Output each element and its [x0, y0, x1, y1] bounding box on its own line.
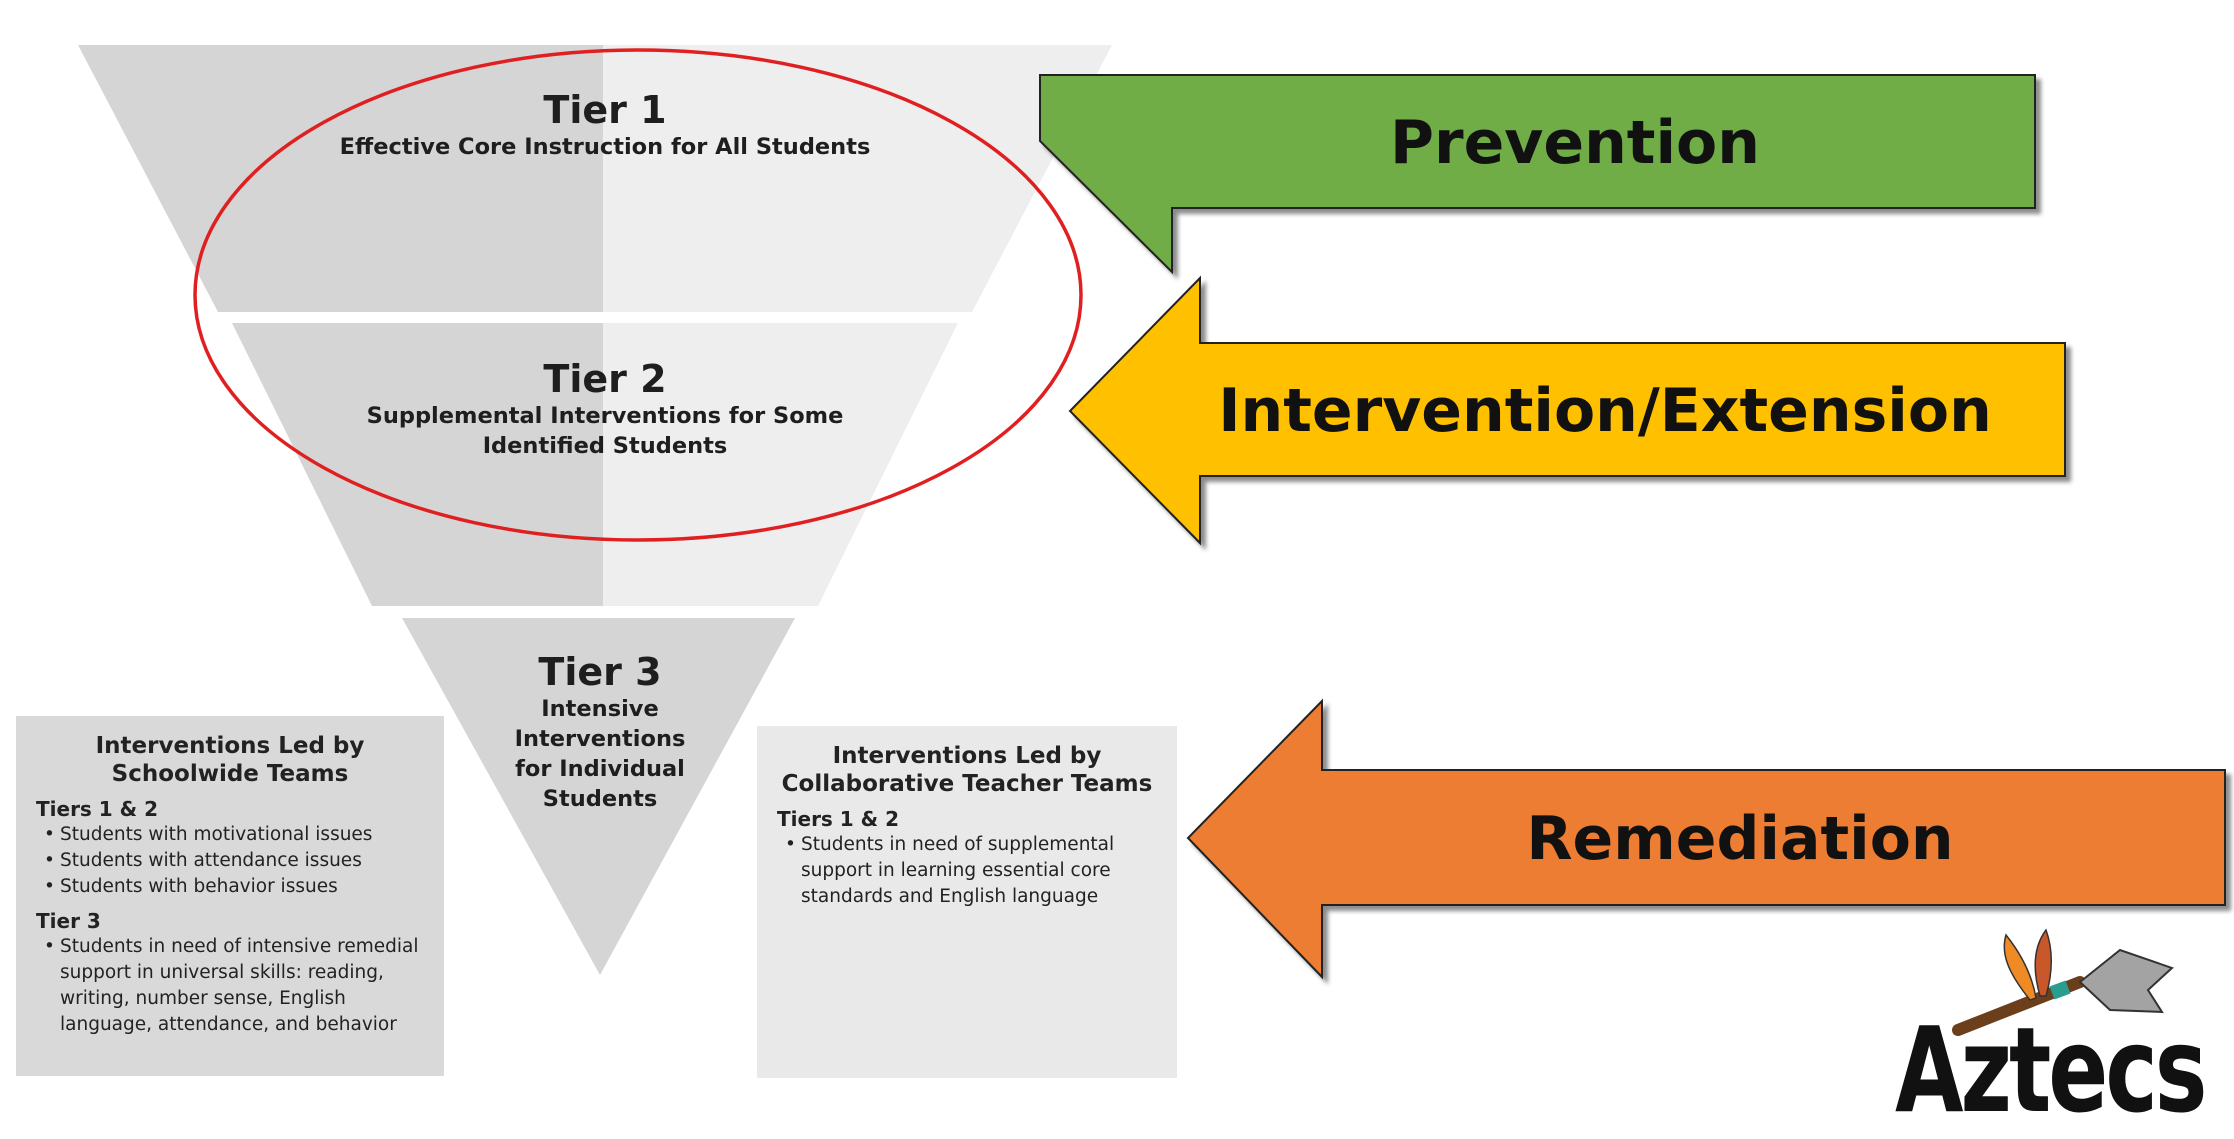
- list-item: Students with motivational issues: [44, 822, 424, 848]
- tier2-subtitle-line2: Identified Students: [482, 433, 728, 459]
- tier3-triangle: [402, 618, 795, 975]
- collaborative-teams-box: Interventions Led by Collaborative Teach…: [757, 726, 1177, 1078]
- aztecs-logo: [1952, 928, 2174, 1036]
- tier1-band: [78, 45, 1112, 312]
- list-item: Students in need of supplemental support…: [785, 832, 1157, 910]
- schoolwide-tier3-heading: Tier 3: [36, 909, 101, 933]
- schoolwide-box-title-line1: Interventions Led by: [95, 733, 365, 759]
- collaborative-tiers12-heading: Tiers 1 & 2: [777, 807, 899, 831]
- intervention-extension-arrow: [1068, 275, 2066, 546]
- list-item: Students with attendance issues: [44, 848, 424, 874]
- aztecs-logo-text: Aztecs: [1895, 1001, 2207, 1139]
- tier2-label: Tier 2 Supplemental Interventions for So…: [320, 357, 890, 461]
- list-item: Students in need of intensive remedial s…: [44, 934, 424, 1038]
- highlight-ellipse: [193, 48, 1083, 542]
- remediation-arrow: [1186, 698, 2226, 980]
- schoolwide-tiers12-list: Students with motivational issues Studen…: [36, 822, 424, 900]
- tier1-title: Tier 1: [543, 88, 667, 132]
- tier1-subtitle: Effective Core Instruction for All Stude…: [339, 134, 871, 160]
- tier2-title: Tier 2: [543, 357, 667, 401]
- tier1-label: Tier 1 Effective Core Instruction for Al…: [300, 88, 910, 162]
- collaborative-tiers12-list: Students in need of supplemental support…: [777, 832, 1157, 910]
- list-item: Students with behavior issues: [44, 874, 424, 900]
- schoolwide-teams-box: Interventions Led by Schoolwide Teams Ti…: [16, 716, 444, 1076]
- tier3-subtitle-line1: Intensive: [541, 696, 659, 722]
- prevention-arrow: [1039, 74, 2036, 275]
- intervention-extension-label: Intervention/Extension: [1218, 376, 1992, 446]
- collaborative-box-title-line2: Collaborative Teacher Teams: [781, 771, 1153, 797]
- tier2-subtitle-line1: Supplemental Interventions for Some: [366, 403, 844, 429]
- tier2-band: [232, 323, 958, 606]
- tier3-title: Tier 3: [538, 650, 662, 694]
- remediation-label: Remediation: [1526, 804, 1954, 874]
- tier3-subtitle-line3: for Individual: [515, 756, 685, 782]
- tier3-label: Tier 3 Intensive Interventions for Indiv…: [490, 650, 710, 814]
- schoolwide-tier3-list: Students in need of intensive remedial s…: [36, 934, 424, 1038]
- schoolwide-box-title-line2: Schoolwide Teams: [111, 761, 349, 787]
- collaborative-box-title-line1: Interventions Led by: [832, 743, 1102, 769]
- prevention-label: Prevention: [1390, 108, 1760, 178]
- tier3-subtitle-line4: Students: [542, 786, 658, 812]
- tier3-subtitle-line2: Interventions: [514, 726, 686, 752]
- schoolwide-tiers12-heading: Tiers 1 & 2: [36, 797, 158, 821]
